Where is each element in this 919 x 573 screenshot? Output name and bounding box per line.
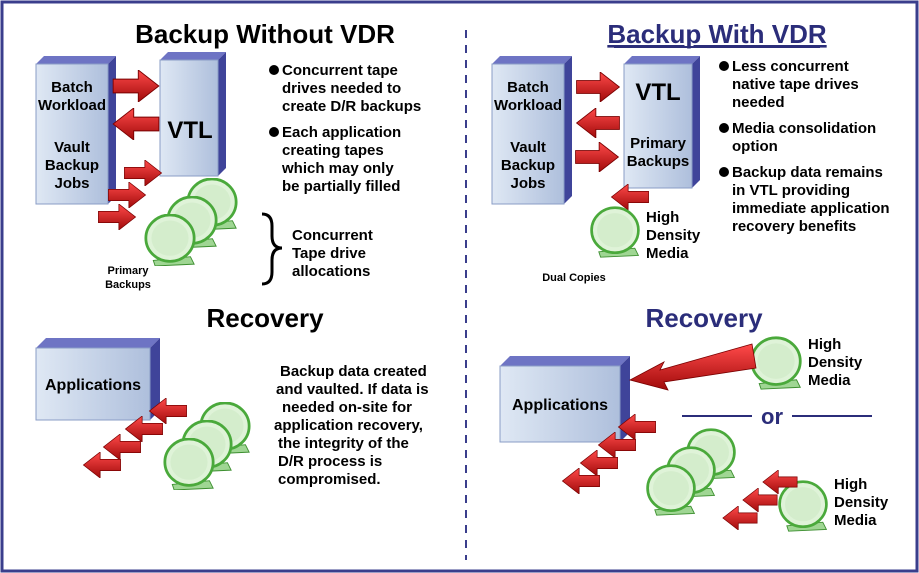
right-rec-hdm1-line2: Density xyxy=(808,354,863,371)
left-rec-text-line7: compromised. xyxy=(278,471,381,488)
bullet-dot-icon xyxy=(719,167,729,177)
left-arrow-to-tape xyxy=(97,204,137,230)
right-vault-line1: Vault xyxy=(510,139,546,156)
right-rec-hdm2-line1: High xyxy=(834,476,867,493)
right-rec-hdm2-line2: Density xyxy=(834,494,889,511)
left-rec-tape-reel-icon xyxy=(163,438,215,490)
right-hdm-line2: Density xyxy=(646,227,701,244)
left-vault-line1: Vault xyxy=(54,139,90,156)
left-arrow-to-vtl xyxy=(112,70,160,102)
primary-line2: Backups xyxy=(105,279,151,291)
right-hdm-line3: Media xyxy=(646,245,689,262)
left-applications-box: Applications xyxy=(35,338,160,421)
right-bullet1-line3: needed xyxy=(732,94,785,111)
left-bullet2-line2: creating tapes xyxy=(282,142,384,159)
right-vtl-line2: Primary xyxy=(630,135,687,152)
left-rec-text-line2: and vaulted. If data is xyxy=(276,381,429,398)
right-rec-hdm2-line3: Media xyxy=(834,512,877,529)
left-title: Backup Without VDR xyxy=(135,19,395,49)
left-bullet1-line3: create D/R backups xyxy=(282,98,421,115)
right-applications-label: Applications xyxy=(512,397,608,414)
left-batch-box: Batch Workload Vault Backup Jobs xyxy=(35,56,116,205)
concurrent-line2: Tape drive xyxy=(292,245,366,262)
right-bullet2-line1: Media consolidation xyxy=(732,120,876,137)
right-rec-tape-reel-icon xyxy=(778,480,828,532)
right-arrow-to-vtl xyxy=(576,72,620,102)
left-arrow-from-vtl xyxy=(112,108,160,140)
bullet-dot-icon xyxy=(719,123,729,133)
bullet-dot-icon xyxy=(269,127,279,137)
right-rec-tape-reel-icon xyxy=(750,336,802,390)
left-batch-line2: Workload xyxy=(38,97,106,114)
right-bullet3-line4: recovery benefits xyxy=(732,218,856,235)
brace xyxy=(261,212,283,286)
right-batch-line2: Workload xyxy=(494,97,562,114)
left-applications-label: Applications xyxy=(45,377,141,394)
right-bullet3-line1: Backup data remains xyxy=(732,164,883,181)
bullet-dot-icon xyxy=(269,65,279,75)
right-vault-line3: Jobs xyxy=(510,175,545,192)
left-rec-arrow xyxy=(102,434,142,460)
right-rec-long-arrow xyxy=(628,343,757,391)
right-vtl-label: VTL xyxy=(635,79,680,106)
right-rec-arrow xyxy=(742,488,778,512)
left-recovery-title: Recovery xyxy=(206,303,324,333)
right-bullet1-line1: Less concurrent xyxy=(732,58,849,75)
left-rec-text-line3: needed on-site for xyxy=(282,399,412,416)
left-tape-reel-icon xyxy=(144,214,196,266)
right-tape-reel-icon xyxy=(590,206,640,258)
right-batch-line1: Batch xyxy=(507,79,549,96)
left-bullet2-line4: be partially filled xyxy=(282,178,400,195)
right-bullet3-line3: immediate application xyxy=(732,200,890,217)
left-rec-text-line1: Backup data created xyxy=(280,363,427,380)
right-hdm-line1: High xyxy=(646,209,679,226)
right-rec-hdm1-line1: High xyxy=(808,336,841,353)
left-arrow-to-tape xyxy=(123,160,163,186)
bullet-dot-icon xyxy=(719,61,729,71)
left-batch-line1: Batch xyxy=(51,79,93,96)
right-arrow-from-vtl xyxy=(576,108,620,138)
left-bullet2-line1: Each application xyxy=(282,124,401,141)
right-applications-box: Applications xyxy=(499,356,630,443)
left-rec-text-line6: D/R process is xyxy=(278,453,382,470)
left-rec-text-line4: application recovery, xyxy=(274,417,423,434)
left-vtl-box: VTL xyxy=(159,52,226,177)
right-batch-box: Batch Workload Vault Backup Jobs xyxy=(491,56,572,205)
left-vtl-label: VTL xyxy=(167,117,212,144)
right-vtl-box: VTL Primary Backups xyxy=(623,56,700,189)
left-vault-line2: Backup xyxy=(45,157,99,174)
right-rec-tape-reel-icon xyxy=(646,464,696,516)
right-bullet2-line2: option xyxy=(732,138,778,155)
left-vault-line3: Jobs xyxy=(54,175,89,192)
right-bullet1-line2: native tape drives xyxy=(732,76,859,93)
right-recovery-title: Recovery xyxy=(645,303,763,333)
dual-copies-label: Dual Copies xyxy=(542,272,606,284)
right-rec-hdm1-line3: Media xyxy=(808,372,851,389)
right-arrow-to-vtl xyxy=(575,142,619,172)
right-vtl-line3: Backups xyxy=(627,153,690,170)
concurrent-line1: Concurrent xyxy=(292,227,373,244)
left-bullet1-line1: Concurrent tape xyxy=(282,62,398,79)
right-title: Backup With VDR xyxy=(607,19,827,49)
left-rec-text-line5: the integrity of the xyxy=(278,435,409,452)
right-vault-line2: Backup xyxy=(501,157,555,174)
left-bullet1-line2: drives needed to xyxy=(282,80,401,97)
or-label: or xyxy=(761,404,783,429)
primary-line1: Primary xyxy=(108,265,150,277)
right-bullet3-line2: in VTL providing xyxy=(732,182,850,199)
concurrent-line3: allocations xyxy=(292,263,370,280)
right-rec-arrow xyxy=(722,506,758,530)
left-bullet2-line3: which may only xyxy=(281,160,394,177)
